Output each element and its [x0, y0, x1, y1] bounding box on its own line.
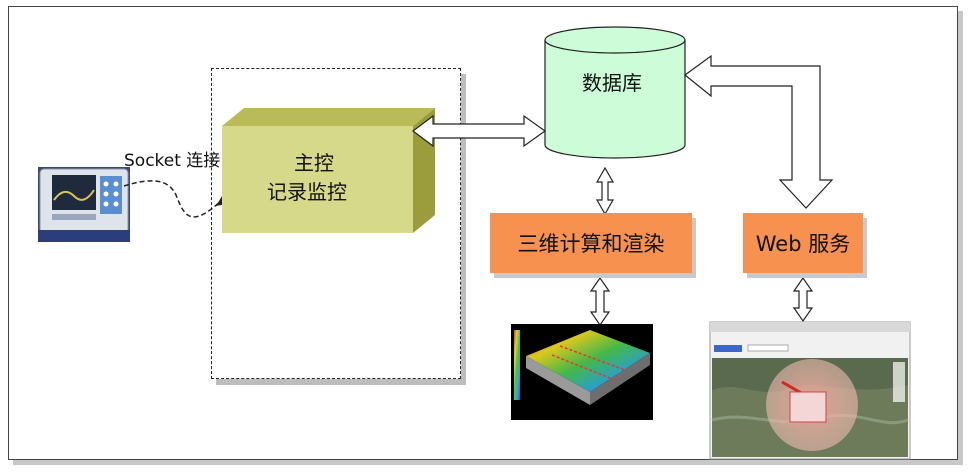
- double-arrow-web-map: [792, 276, 814, 323]
- render-box: 三维计算和渲染: [490, 213, 692, 273]
- main-control-cube: [222, 108, 435, 233]
- socket-connection-line: [123, 180, 223, 218]
- double-arrow-render-image: [589, 276, 611, 327]
- database-label: 数据库: [582, 71, 642, 95]
- socket-connection-label: Socket 连接: [124, 151, 221, 171]
- render-box-label: 三维计算和渲染: [517, 232, 665, 256]
- main-control-label-line2: 记录监控: [267, 180, 347, 204]
- web-service-box: Web 服务: [743, 213, 863, 273]
- web-service-label: Web 服务: [755, 232, 851, 256]
- map-screenshot: [709, 321, 911, 460]
- handheld-device-icon: [38, 167, 130, 242]
- database-cylinder: [544, 26, 686, 159]
- double-arrow-db-render: [595, 166, 615, 216]
- render-image: [511, 324, 653, 420]
- bent-arrow-db-web: [684, 54, 834, 209]
- main-control-label-line1: 主控: [294, 151, 334, 175]
- double-arrow-cube-db: [412, 114, 547, 148]
